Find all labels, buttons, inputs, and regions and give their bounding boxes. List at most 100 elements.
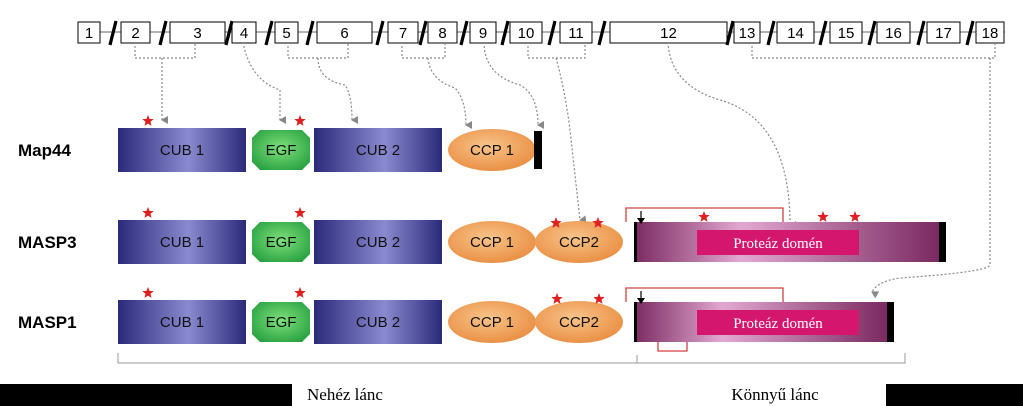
domain-label: CCP 1 <box>470 142 514 159</box>
connector-bracket-7-8 <box>401 42 446 59</box>
exon-label-13: 13 <box>739 25 756 42</box>
exon-box-14 <box>776 21 815 44</box>
caption-bar-right <box>886 384 1023 406</box>
exon-label-16: 16 <box>885 25 902 42</box>
connector-bracket-13-18 <box>751 42 996 59</box>
exon-label-2: 2 <box>131 25 139 42</box>
glycosylation-star <box>817 211 829 222</box>
exon-box-5 <box>274 21 299 44</box>
ccp-domain <box>535 301 623 343</box>
exon-box-11 <box>559 21 593 44</box>
exon-box-4 <box>231 21 257 44</box>
exon-label-1: 1 <box>85 25 93 42</box>
domain-label: CCP 1 <box>470 314 514 331</box>
exon-label-3: 3 <box>193 25 201 42</box>
intron-break-1 <box>108 20 118 46</box>
domain-label: CUB 2 <box>356 234 400 251</box>
ccp-domain <box>448 301 536 343</box>
intron-break-5 <box>305 20 315 46</box>
stop-bar <box>534 131 542 169</box>
glycosylation-star <box>551 293 563 304</box>
exon-label-17: 17 <box>935 25 952 42</box>
row-label: MASP1 <box>18 313 77 332</box>
connector-bracket-10-11 <box>527 42 586 59</box>
intron-break-15 <box>867 20 877 46</box>
chain-bracket-line <box>117 353 906 364</box>
glycosylation-star <box>593 293 605 304</box>
exon-label-6: 6 <box>340 25 348 42</box>
domain-label: CUB 1 <box>160 142 204 159</box>
glycosylation-star <box>142 207 154 218</box>
protease-label: Proteáz domén <box>733 316 823 332</box>
chain-bracket <box>117 353 906 364</box>
connector-arrow-ccp1 <box>427 57 473 129</box>
disulfide-bracket <box>625 287 784 302</box>
glycosylation-star <box>294 207 306 218</box>
exon-label-9: 9 <box>479 25 487 42</box>
exon-label-18: 18 <box>982 25 999 42</box>
exon-box-3 <box>169 21 226 44</box>
glycosylation-star <box>550 217 562 228</box>
glycosylation-star <box>294 115 306 126</box>
exon-label-8: 8 <box>438 25 446 42</box>
connector-arrow-cub2 <box>317 57 359 124</box>
exon-box-18 <box>975 21 1005 44</box>
exon-label-10: 10 <box>518 25 535 42</box>
domain-label: EGF <box>266 142 297 159</box>
connector-arrow-masp3-protease <box>667 41 797 229</box>
egf-domain <box>252 130 310 170</box>
domain-label: EGF <box>266 234 297 251</box>
ccp-domain <box>448 129 536 171</box>
exon-label-15: 15 <box>838 25 855 42</box>
glycosylation-star <box>698 211 710 222</box>
cub-domain <box>118 220 246 264</box>
domain-label: CCP 1 <box>470 234 514 251</box>
intron-break-6 <box>375 20 385 46</box>
protease-end-bar <box>887 302 894 342</box>
exon-box-1 <box>77 21 101 44</box>
cub-domain <box>118 128 246 172</box>
intron-break-8 <box>459 20 469 46</box>
glycosylation-star <box>849 211 861 222</box>
row-label: Map44 <box>18 141 71 160</box>
intron-break-16 <box>916 20 926 46</box>
protease-core <box>697 230 859 255</box>
cub-domain <box>314 300 442 344</box>
glycosylation-star <box>142 287 154 298</box>
exon-box-10 <box>509 21 543 44</box>
connector-arrow-map44-end <box>483 41 545 129</box>
intron-break-12 <box>725 20 735 46</box>
exon-label-4: 4 <box>240 25 248 42</box>
intron-break-10 <box>547 20 557 46</box>
connector-bracket-2-3 <box>134 42 196 59</box>
protease-start-line <box>634 222 637 262</box>
domain-label: EGF <box>266 314 297 331</box>
cub-domain <box>118 300 246 344</box>
domain-label: CUB 2 <box>356 314 400 331</box>
exon-label-5: 5 <box>282 25 290 42</box>
intron-break-3 <box>224 20 234 46</box>
glycosylation-star <box>592 217 604 228</box>
exon-box-9 <box>469 21 497 44</box>
exon-box-7 <box>387 21 419 44</box>
exon-box-16 <box>876 21 911 44</box>
protease-core <box>697 310 859 335</box>
exon-box-6 <box>316 21 373 44</box>
light-chain-label: Könnyű lánc <box>731 385 819 404</box>
exon-label-7: 7 <box>399 25 407 42</box>
cub-domain <box>314 220 442 264</box>
intron-break-17 <box>965 20 975 46</box>
domain-label: CUB 1 <box>160 234 204 251</box>
intron-break-7 <box>418 20 428 46</box>
connectors <box>134 41 996 299</box>
protease-start-line <box>634 302 637 342</box>
intron-break-4 <box>264 20 274 46</box>
heavy-chain-label: Nehéz lánc <box>307 385 383 404</box>
protease-end-bar <box>939 222 946 262</box>
cub-domain <box>314 128 442 172</box>
intron-break-14 <box>818 20 828 46</box>
